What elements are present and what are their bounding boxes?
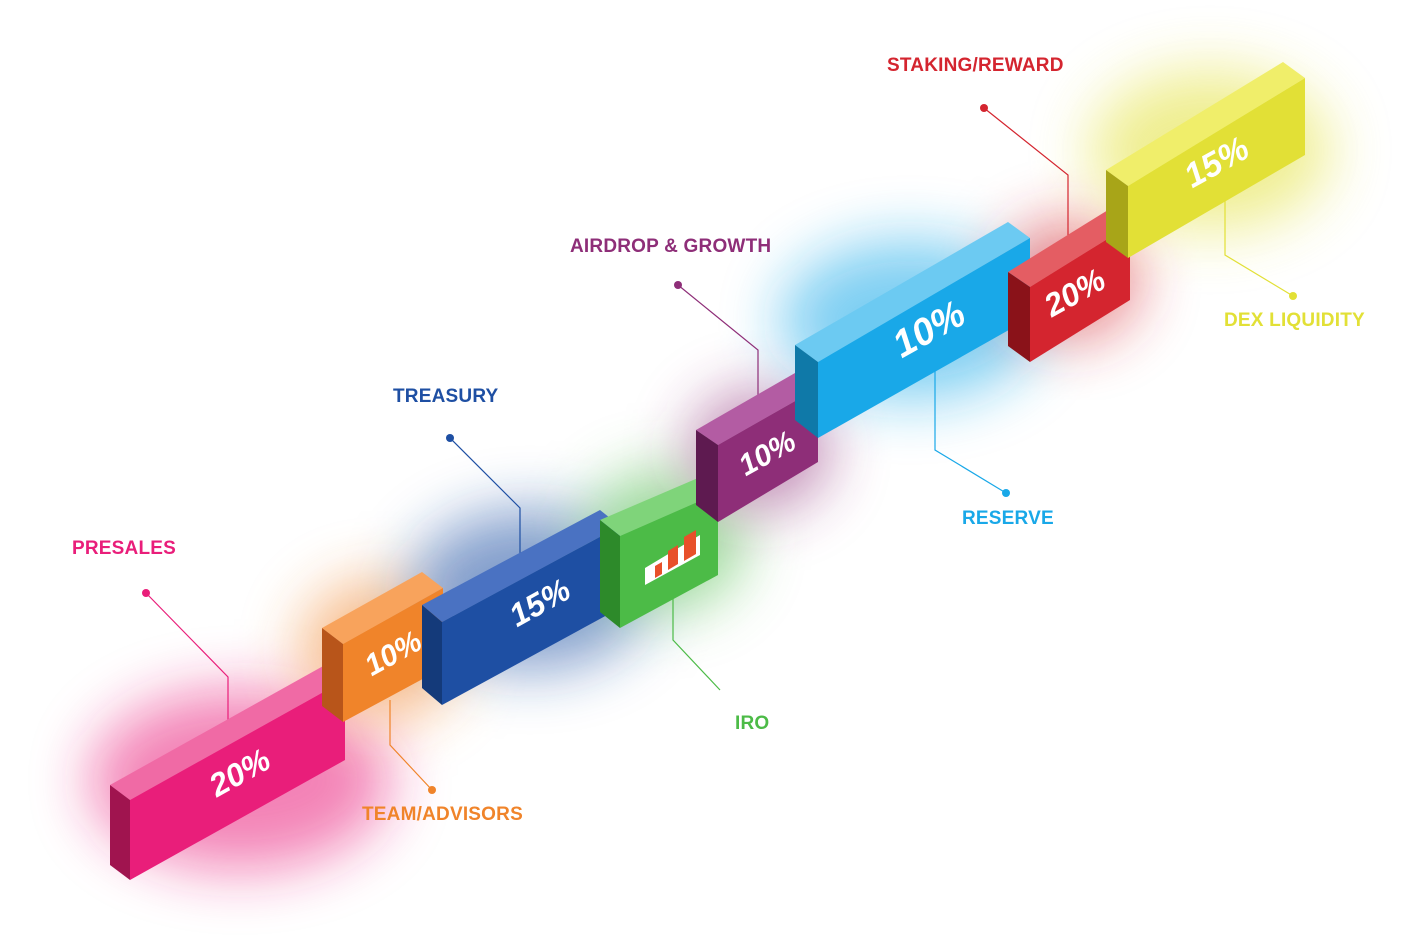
block-treasury — [422, 510, 620, 705]
bar-chart-logo-icon — [645, 530, 700, 585]
reserve-label: RESERVE — [962, 508, 1054, 529]
presales-dot — [142, 589, 150, 597]
presales-label: PRESALES — [72, 538, 177, 559]
block-presales — [110, 665, 345, 880]
dex-dot — [1289, 292, 1297, 300]
block-dex — [1106, 62, 1305, 258]
team-label: TEAM/ADVISORS — [362, 804, 523, 825]
treasury-dot — [446, 434, 454, 442]
iro-label: IRO — [735, 713, 770, 734]
staking-dot — [980, 104, 988, 112]
airdrop-label: AIRDROP & GROWTH — [570, 236, 772, 257]
leader-lines — [145, 107, 1294, 791]
block-reserve — [795, 222, 1030, 438]
dex-label: DEX LIQUIDITY — [1224, 310, 1365, 331]
block-team — [322, 572, 443, 722]
team-dot — [428, 786, 436, 794]
block-airdrop — [696, 373, 818, 522]
airdrop-dot — [674, 281, 682, 289]
block-staking — [1008, 210, 1130, 362]
treasury-label: TREASURY — [393, 386, 499, 407]
staking-label: STAKING/REWARD — [887, 55, 1064, 76]
leader-dots — [142, 104, 1297, 794]
reserve-dot — [1002, 489, 1010, 497]
